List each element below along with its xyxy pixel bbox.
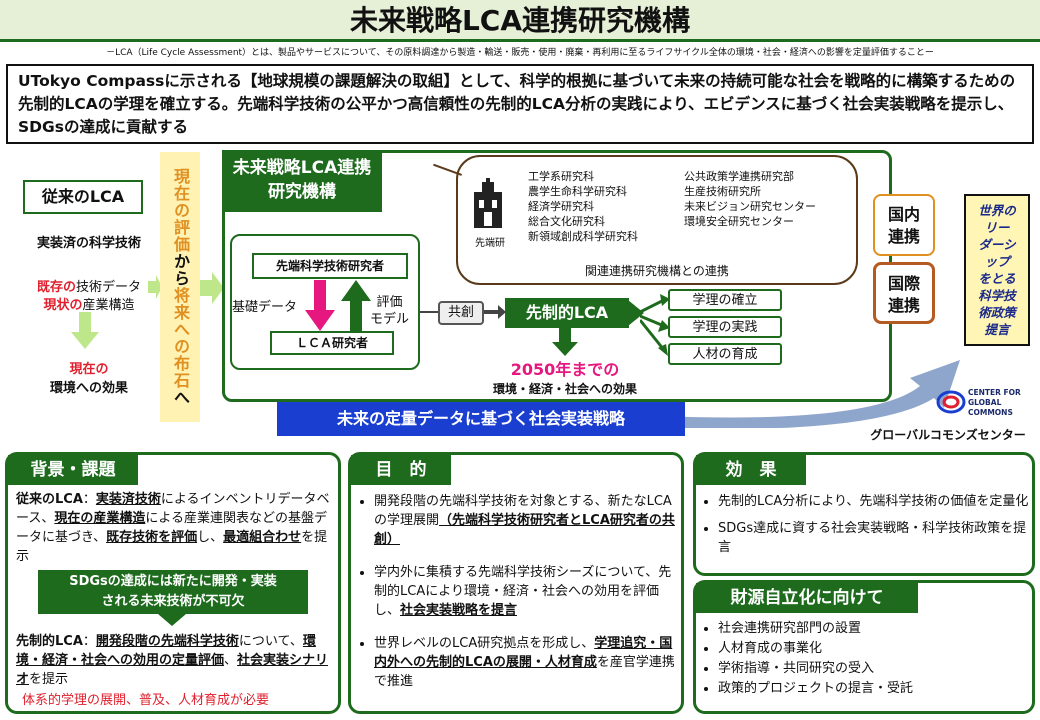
- connector-arrow-1: [420, 311, 438, 313]
- outcome-theory-establishment: 学理の確立: [668, 289, 782, 311]
- global-commons-caption: グローバルコモンズセンター: [870, 428, 1026, 442]
- rcast-caption: 先端研: [475, 238, 505, 249]
- funding-title: 財源自立化に向けて: [696, 583, 918, 613]
- curved-arrow: [660, 360, 960, 428]
- funding-list: 社会連携研究部門の設置 人材育成の事業化 学術指導・共同研究の受入 政策的プロジ…: [700, 620, 1030, 700]
- outcome-human-resource: 人材の育成: [668, 343, 782, 365]
- org-title-box: 未来戦略LCA連携 研究機構: [222, 150, 382, 212]
- eval-model-label: 評価モデル: [370, 295, 410, 327]
- preemptive-lca-box: 先制的LCA: [505, 298, 629, 328]
- background-red-note: 体系的学理の展開、普及、人材育成が必要: [22, 693, 270, 708]
- institutes-left-list: 工学系研究科農学生命科学研究科 経済学研究科総合文化研究科 新領域創成科学研究科: [528, 170, 638, 243]
- by-2050-label: 2050年までの: [510, 360, 620, 379]
- leadership-box: 世界のリー ダーシップ をとる科学技 術政策提言: [964, 194, 1030, 346]
- effect-title: 効 果: [696, 455, 806, 485]
- rcast-building-icon: [474, 178, 502, 228]
- right-arrow-left: [148, 275, 162, 299]
- implemented-tech-label: 実装済の科学技術: [36, 236, 141, 251]
- background-p1: 従来のLCA：実装済技術によるインベントリデータベース、現在の産業構造による産業…: [16, 492, 330, 564]
- banner-arrow: [200, 272, 224, 304]
- effect-panel: [693, 452, 1035, 576]
- outcome-theory-practice: 学理の実践: [668, 316, 782, 338]
- down-arrow-left: [71, 312, 99, 349]
- domestic-collab-box: 国内連携: [873, 194, 935, 256]
- sdgs-banner: SDGsの達成には新たに開発・実装される未来技術が不可欠: [38, 570, 308, 614]
- lca-pointer: [628, 300, 644, 326]
- current-effect-label: 現在の 環境への効果: [49, 362, 128, 396]
- background-p2: 先制的LCA：開発段階の先端科学技術について、環境・経済・社会への効用の定量評価…: [16, 634, 329, 687]
- effect-list: 先制的LCA分析により、先端科学技術の価値を定量化 SDGs達成に資する社会実装…: [700, 492, 1030, 565]
- lca-definition: －LCA（Life Cycle Assessment）とは、製品やサービスについ…: [106, 48, 934, 58]
- institutes-right-list: 公共政策学連携研究部生産技術研究所 未来ビジョン研究センター環境安全研究センター: [684, 170, 816, 228]
- researchers-box: [230, 234, 420, 370]
- banner-down-pointer: [158, 614, 186, 626]
- lca-down-arrow: [552, 328, 578, 356]
- adv-tech-researcher-box: 先端科学技術研究者: [252, 253, 408, 279]
- title-banner: 未来戦略LCA連携研究機構: [0, 0, 1040, 42]
- outcome-arrows: [640, 294, 670, 356]
- connector-arrow-2: [484, 305, 506, 319]
- funding-panel: [693, 580, 1035, 714]
- effect-label: 環境・経済・社会への効果: [492, 382, 637, 396]
- purpose-panel: [348, 452, 684, 714]
- page-title: 未来戦略LCA連携研究機構: [349, 4, 691, 37]
- mission-statement: UTokyo Compassに示される【地球規模の課題解決の取組】として、科学的…: [6, 64, 1034, 144]
- intl-collab-box: 国際連携: [873, 262, 935, 324]
- cloud-caption: 関連連携研究機構との連携: [585, 264, 729, 278]
- model-up-arrow: [341, 280, 371, 331]
- data-down-arrow: [305, 280, 335, 331]
- background-title: 背景・課題: [8, 455, 138, 485]
- global-commons-logo-icon: [936, 390, 966, 414]
- vertical-banner: 現在の評価から将来への布石へ: [160, 152, 200, 422]
- existing-tech-data-label: 既存の技術データ: [36, 280, 142, 295]
- related-institutes-cloud: [456, 155, 858, 285]
- purpose-list: 開発段階の先端科学技術を対象とする、新たなLCAの学理展開（先端科学技術研究者と…: [356, 492, 676, 699]
- background-panel: [5, 452, 341, 714]
- co-creation-box: 共創: [438, 301, 484, 325]
- strategy-bar: 未来の定量データに基づく社会実装戦略: [277, 402, 685, 436]
- conventional-lca-box: 従来のLCA: [23, 180, 143, 214]
- basic-data-label: 基礎データ: [232, 300, 298, 315]
- purpose-title: 目 的: [351, 455, 451, 485]
- current-structure-label: 現状の産業構造: [43, 298, 135, 313]
- lca-researcher-box: ＬＣＡ研究者: [270, 331, 394, 355]
